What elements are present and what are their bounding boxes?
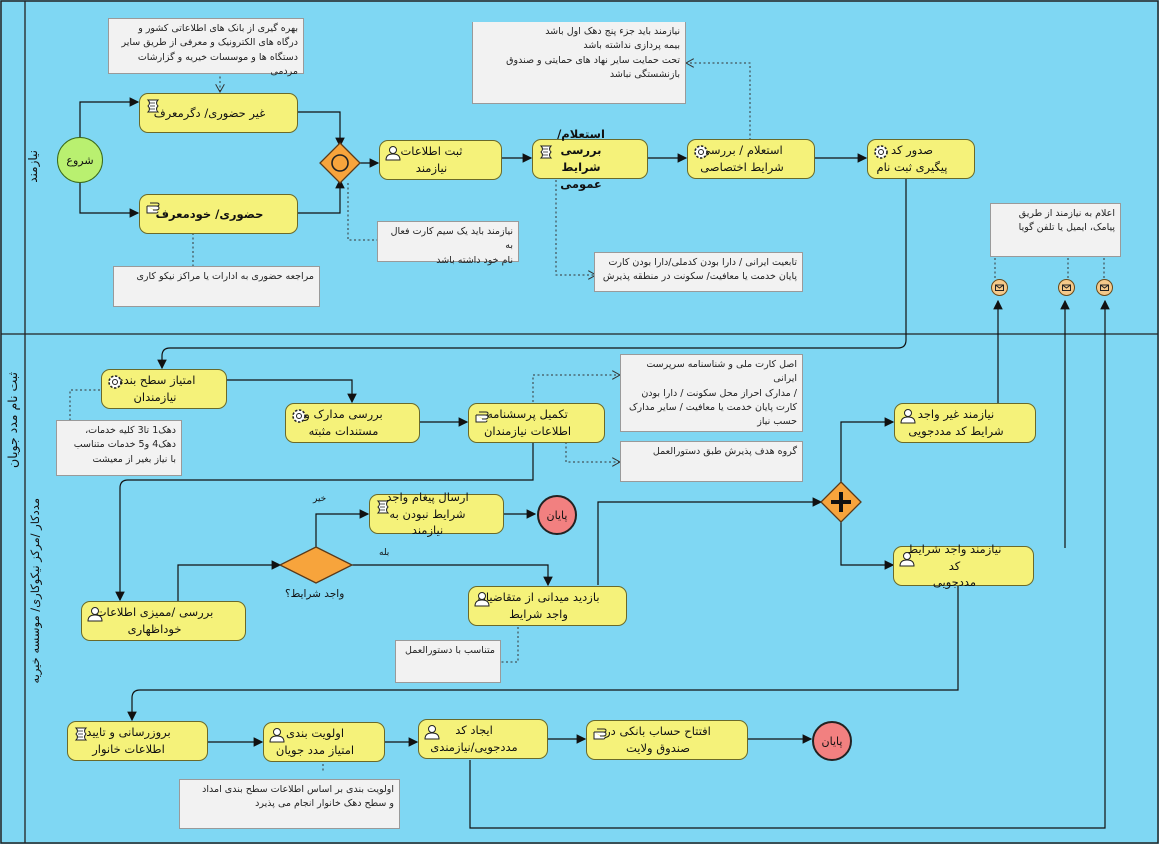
user-task-icon (899, 407, 917, 425)
task-prioritize: اولویت بندی امتیاز مدد جویان (263, 722, 385, 762)
gateway-question-label: واجد شرایط؟ (285, 588, 345, 600)
note-sim-card: نیازمند باید یک سیم کارت فعال به نام خود… (377, 221, 519, 266)
exclusive-gateway (278, 546, 354, 584)
script-task-icon (374, 498, 392, 516)
note-data-sources: بهره گیری از بانک های اطلاعاتی کشور و در… (108, 18, 304, 77)
flow-label-no: خیر (313, 494, 327, 504)
script-task-icon (72, 725, 90, 743)
task-non-attendance: غیر حضوری/ دگرمعرف (139, 93, 298, 133)
task-issue-tracking-code: صدور کد پیگیری ثبت نام (867, 139, 975, 179)
manual-task-icon (591, 724, 609, 742)
task-questionnaire: تکمیل پرسشنامه اطلاعات نیازمندان (468, 403, 605, 443)
task-field-visit: بازدید میدانی از متقاضیان واجد شرایط (468, 586, 627, 626)
manual-task-icon (473, 407, 491, 425)
event-gateway (319, 142, 361, 184)
message-event-1 (991, 279, 1008, 296)
task-special-check: استعلام / بررسی شرایط اختصاصی (687, 139, 815, 179)
user-task-icon (86, 605, 104, 623)
start-event: شروع (57, 137, 103, 183)
note-notify: اعلام به نیازمند از طریق پیامک، ایمیل یا… (990, 203, 1121, 257)
user-task-icon (268, 726, 286, 744)
task-in-person: حضوری/ خودمعرف (139, 194, 298, 234)
task-self-declaration-audit: بررسی /ممیزی اطلاعات خوداظهاری (81, 601, 246, 641)
user-task-icon (473, 590, 491, 608)
script-task-icon (144, 97, 162, 115)
manual-task-icon (144, 198, 162, 216)
service-task-icon (692, 143, 710, 161)
task-send-rejection: ارسال پیغام واجد شرایط نبودن به نیازمند (369, 490, 504, 537)
note-per-guideline: متناسب با دستورالعمل (395, 640, 501, 683)
task-level-scoring: امتیاز سطح بندی نیازمندان (101, 369, 227, 409)
task-register-info: ثبت اطلاعات نیازمند (379, 140, 502, 180)
task-eligible: نیازمند واجد شرایط کد مددجویی (893, 542, 1034, 589)
task-document-review: بررسی مدارک و مستندات مثبته (285, 403, 420, 443)
script-task-icon (537, 143, 555, 161)
task-create-client-code: ایجاد کد مددجویی/نیازمندی (418, 719, 548, 759)
note-required-documents: اصل کارت ملی و شناسنامه سرپرست ایرانی / … (620, 354, 803, 432)
user-task-icon (423, 723, 441, 741)
task-update-household: بروزرسانی و تایید اطلاعات خانوار (67, 721, 208, 761)
task-not-eligible: نیازمند غیر واجد شرایط کد مددجویی (894, 403, 1036, 443)
task-general-check: استعلام/ بررسی شرایط عمومی (532, 127, 648, 191)
service-task-icon (290, 407, 308, 425)
note-nationality: تابعیت ایرانی / دارا بودن کدملی/دارا بود… (594, 252, 803, 292)
end-event-rejected: پایان (537, 495, 577, 535)
note-deciles: دهک1 تا3 کلیه خدمات، دهک4 و5 خدمات متناس… (56, 420, 182, 476)
lane-title-social-worker: مددکار /مرکز نیکوکاری/ موسسه خیریه (28, 498, 42, 684)
user-task-icon (384, 144, 402, 162)
note-target-group: گروه هدف پذیرش طبق دستورالعمل (620, 441, 803, 482)
task-open-bank-account: افتتاح حساب بانکی در صندوق ولایت (586, 720, 748, 760)
note-conditions: نیازمند باید جزء پنج دهک اول باشد بیمه پ… (472, 22, 686, 104)
user-task-icon (898, 550, 916, 568)
message-event-2 (1058, 279, 1075, 296)
message-event-3 (1096, 279, 1113, 296)
parallel-gateway (820, 481, 862, 523)
lane-title-applicant: نیازمند (26, 150, 40, 183)
note-in-person-visit: مراجعه حضوری به ادارات یا مراکز نیکو کار… (113, 266, 320, 307)
end-event-final: پایان (812, 721, 852, 761)
pool-title: ثبت نام مدد جویان (5, 372, 20, 468)
service-task-icon (106, 373, 124, 391)
flow-label-yes: بله (379, 548, 390, 558)
service-task-icon (872, 143, 890, 161)
note-prioritization: اولویت بندی بر اساس اطلاعات سطح بندی امد… (179, 779, 400, 829)
